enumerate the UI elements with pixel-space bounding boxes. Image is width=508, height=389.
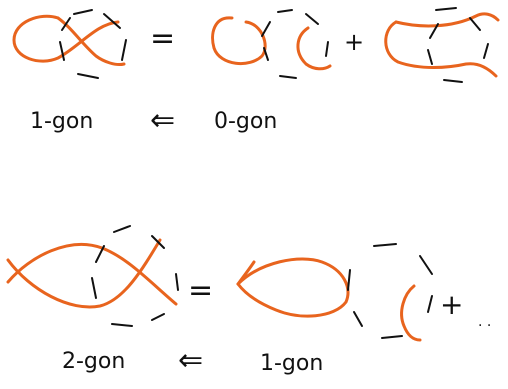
row1-plus-sign: + [344,28,364,56]
row1-arrow: ⇐ [150,103,175,138]
row2-lhs-strand-b [6,238,162,309]
row2-term2-strand [236,257,350,318]
row1-term3-top [394,12,500,28]
row2-plus: + [440,288,463,321]
row1-equals: = [150,21,175,56]
row1-lhs-strand-cross [56,16,126,66]
row2-trailing-dots: . . [478,314,491,330]
row2-lhs-label: 2-gon [62,349,125,374]
row2-term2-tail [236,260,256,286]
row2-term2-dashed-circle [347,243,433,339]
row2-equals-sign: = [188,273,213,308]
row2-term2-arc [400,284,422,342]
row1-equals-sign: = [150,21,175,56]
row1-term2 [211,9,332,79]
row2-equals: = [188,273,213,308]
row1-lhs-strand [12,14,120,63]
row2-rhs-label: 1-gon [260,351,323,376]
row1-lhs-label: 1-gon [30,109,93,134]
row2-lhs-crossing [6,225,179,327]
row2-term2 [236,243,433,342]
row1-term3-left [384,20,498,78]
row1-lhs-twisted-loop [12,9,127,79]
row1-term3 [384,7,500,83]
row1-plus: + [344,28,364,56]
row1-term3-dashed-circle [427,7,489,83]
row1-term2-loop [211,16,267,66]
row2-lhs-dashed-circle [91,225,179,327]
row2-arrow: ⇐ [178,343,203,378]
row1-rhs-label: 0-gon [214,109,277,134]
row1-term2-dashed-circle [261,9,329,79]
row1-lhs-dashed-circle [59,9,127,79]
row1-term2-arc [296,26,332,71]
row2-plus-sign: + . . [440,288,491,330]
